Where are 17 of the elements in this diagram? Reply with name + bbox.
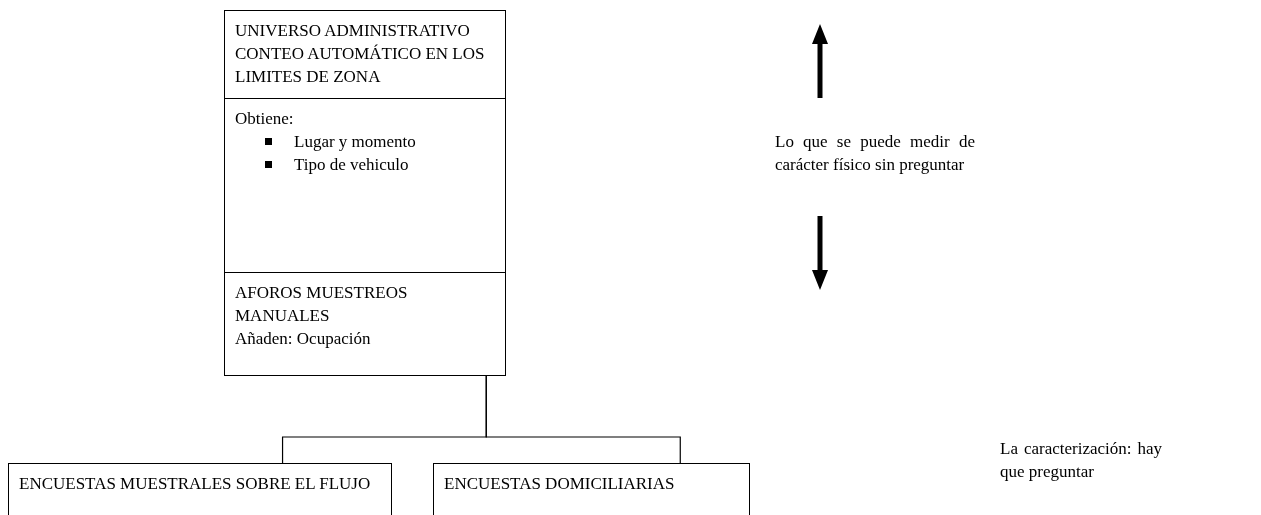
box-text: CONTEO AUTOMÁTICO EN LOS LIMITES DE ZONA — [235, 43, 486, 88]
box-text: ENCUESTAS MUESTRALES SOBRE EL FLUJO — [19, 473, 372, 495]
connector-line — [485, 375, 681, 464]
bullet-item: Tipo de vehiculo — [235, 153, 495, 176]
text-box — [224, 272, 506, 376]
text-box — [8, 463, 392, 515]
box-text: UNIVERSO ADMINISTRATIVO — [235, 20, 471, 42]
side-note: Lo que se puede medir de carácter físico sin preguntar — [775, 131, 975, 176]
box-text: Obtiene: — [235, 108, 295, 130]
box-text: ENCUESTAS DOMICILIARIAS — [444, 473, 676, 495]
text-box — [224, 10, 506, 99]
bullet-item: Lugar y momento — [235, 130, 495, 153]
box-text: Añaden: Ocupación — [235, 328, 372, 350]
box-text: AFOROS MUESTREOS MANUALES — [235, 282, 409, 327]
side-note: La caracterización: hay que preguntar — [1000, 438, 1162, 483]
text-box — [433, 463, 750, 515]
text-box — [224, 98, 506, 273]
